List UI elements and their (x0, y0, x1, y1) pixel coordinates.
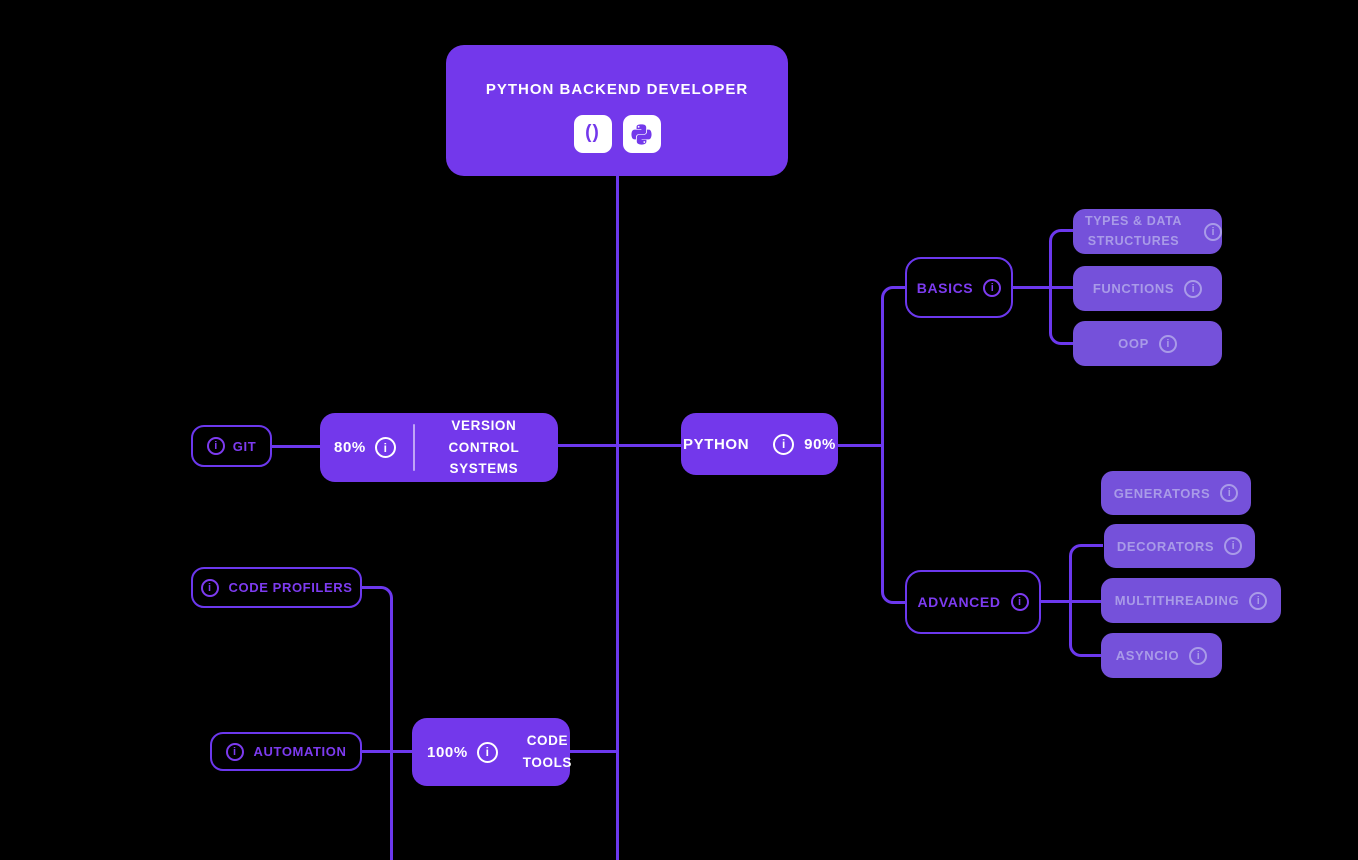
info-icon[interactable]: i (1249, 591, 1268, 610)
node-label: CODE PROFILERS (228, 580, 353, 595)
node-label: MULTITHREADING (1114, 593, 1240, 608)
node-label: FUNCTIONS (1092, 281, 1175, 296)
progress-percent: 90% (804, 435, 836, 453)
connector-corner-decorators (1069, 544, 1103, 564)
node-label: BASICS (916, 279, 974, 296)
info-icon[interactable]: i (1010, 593, 1029, 611)
root-icon-row: () (573, 115, 661, 153)
info-icon[interactable]: i (206, 437, 225, 455)
connector-corner-basics (881, 286, 907, 306)
node-label: TYPES & DATA STRUCTURES (1084, 214, 1183, 248)
node-functions[interactable]: FUNCTIONS i (1073, 266, 1222, 311)
node-oop[interactable]: OOP i (1073, 321, 1222, 366)
node-asyncio[interactable]: ASYNCIO i (1101, 633, 1222, 678)
connector-codetools-center (570, 750, 618, 753)
connector-left-spine (390, 604, 393, 860)
node-label: AUTOMATION (253, 744, 347, 759)
connector-advanced-multithreading (1041, 600, 1101, 603)
node-multithreading[interactable]: MULTITHREADING i (1101, 578, 1281, 623)
info-icon[interactable]: i (225, 742, 244, 761)
info-icon[interactable]: i (200, 578, 219, 597)
connector-corner-code-profilers (362, 586, 393, 606)
connector-center-spine (616, 176, 619, 860)
connector-basics-functions (1013, 286, 1073, 289)
node-version-control-systems[interactable]: 80% i VERSION CONTROL SYSTEMS (320, 413, 558, 482)
connector-advanced-children-spine (1069, 562, 1072, 640)
node-label: ASYNCIO (1115, 648, 1180, 663)
node-advanced[interactable]: ADVANCED i (905, 570, 1041, 634)
node-generators[interactable]: GENERATORS i (1101, 471, 1251, 515)
info-icon[interactable]: i (1220, 484, 1239, 502)
connector-corner-asyncio (1069, 638, 1103, 657)
info-icon[interactable]: i (374, 437, 396, 458)
node-label: ADVANCED (917, 594, 1001, 610)
node-python[interactable]: PYTHON i 90% (681, 413, 838, 475)
connector-corner-advanced (881, 585, 907, 604)
info-icon[interactable]: i (1224, 537, 1243, 555)
connector-automation-codetools (362, 750, 412, 753)
node-code-profilers[interactable]: i CODE PROFILERS (191, 567, 362, 608)
connector-git-vcs (272, 445, 320, 448)
node-label: CODE TOOLS (522, 733, 573, 770)
info-icon[interactable]: i (1189, 646, 1208, 665)
python-icon (622, 115, 661, 153)
node-label: GIT (232, 438, 257, 454)
code-brackets-icon: () (573, 115, 612, 153)
info-icon[interactable]: i (1204, 222, 1222, 241)
info-icon[interactable]: i (476, 741, 498, 763)
connector-python-children-spine (881, 304, 884, 587)
node-label: DECORATORS (1116, 538, 1215, 554)
node-label: PYTHON (683, 435, 750, 453)
info-icon[interactable]: i (1158, 334, 1177, 353)
info-icon[interactable]: i (983, 278, 1002, 297)
node-decorators[interactable]: DECORATORS i (1104, 524, 1255, 568)
node-label: OOP (1118, 336, 1149, 351)
root-title: PYTHON BACKEND DEVELOPER (485, 81, 749, 98)
node-label: GENERATORS (1113, 485, 1211, 501)
info-icon[interactable]: i (773, 433, 795, 455)
divider (412, 424, 415, 471)
progress-percent: 80% (334, 439, 366, 456)
node-git[interactable]: i GIT (191, 425, 272, 467)
node-types-data-structures[interactable]: TYPES & DATA STRUCTURES i (1073, 209, 1222, 254)
node-automation[interactable]: i AUTOMATION (210, 732, 362, 771)
progress-percent: 100% (427, 743, 468, 761)
connector-basics-children-spine (1049, 247, 1052, 327)
node-code-tools[interactable]: 100% i CODE TOOLS (412, 718, 573, 786)
root-node-python-backend-developer[interactable]: PYTHON BACKEND DEVELOPER () (446, 45, 788, 176)
info-icon[interactable]: i (1184, 279, 1203, 298)
connector-python-branch (838, 444, 884, 447)
connector-corner-oop (1049, 325, 1073, 345)
connector-vcs-python (558, 444, 681, 447)
node-label: VERSION CONTROL SYSTEMS (448, 418, 520, 477)
node-basics[interactable]: BASICS i (905, 257, 1013, 318)
connector-corner-types (1049, 229, 1073, 249)
